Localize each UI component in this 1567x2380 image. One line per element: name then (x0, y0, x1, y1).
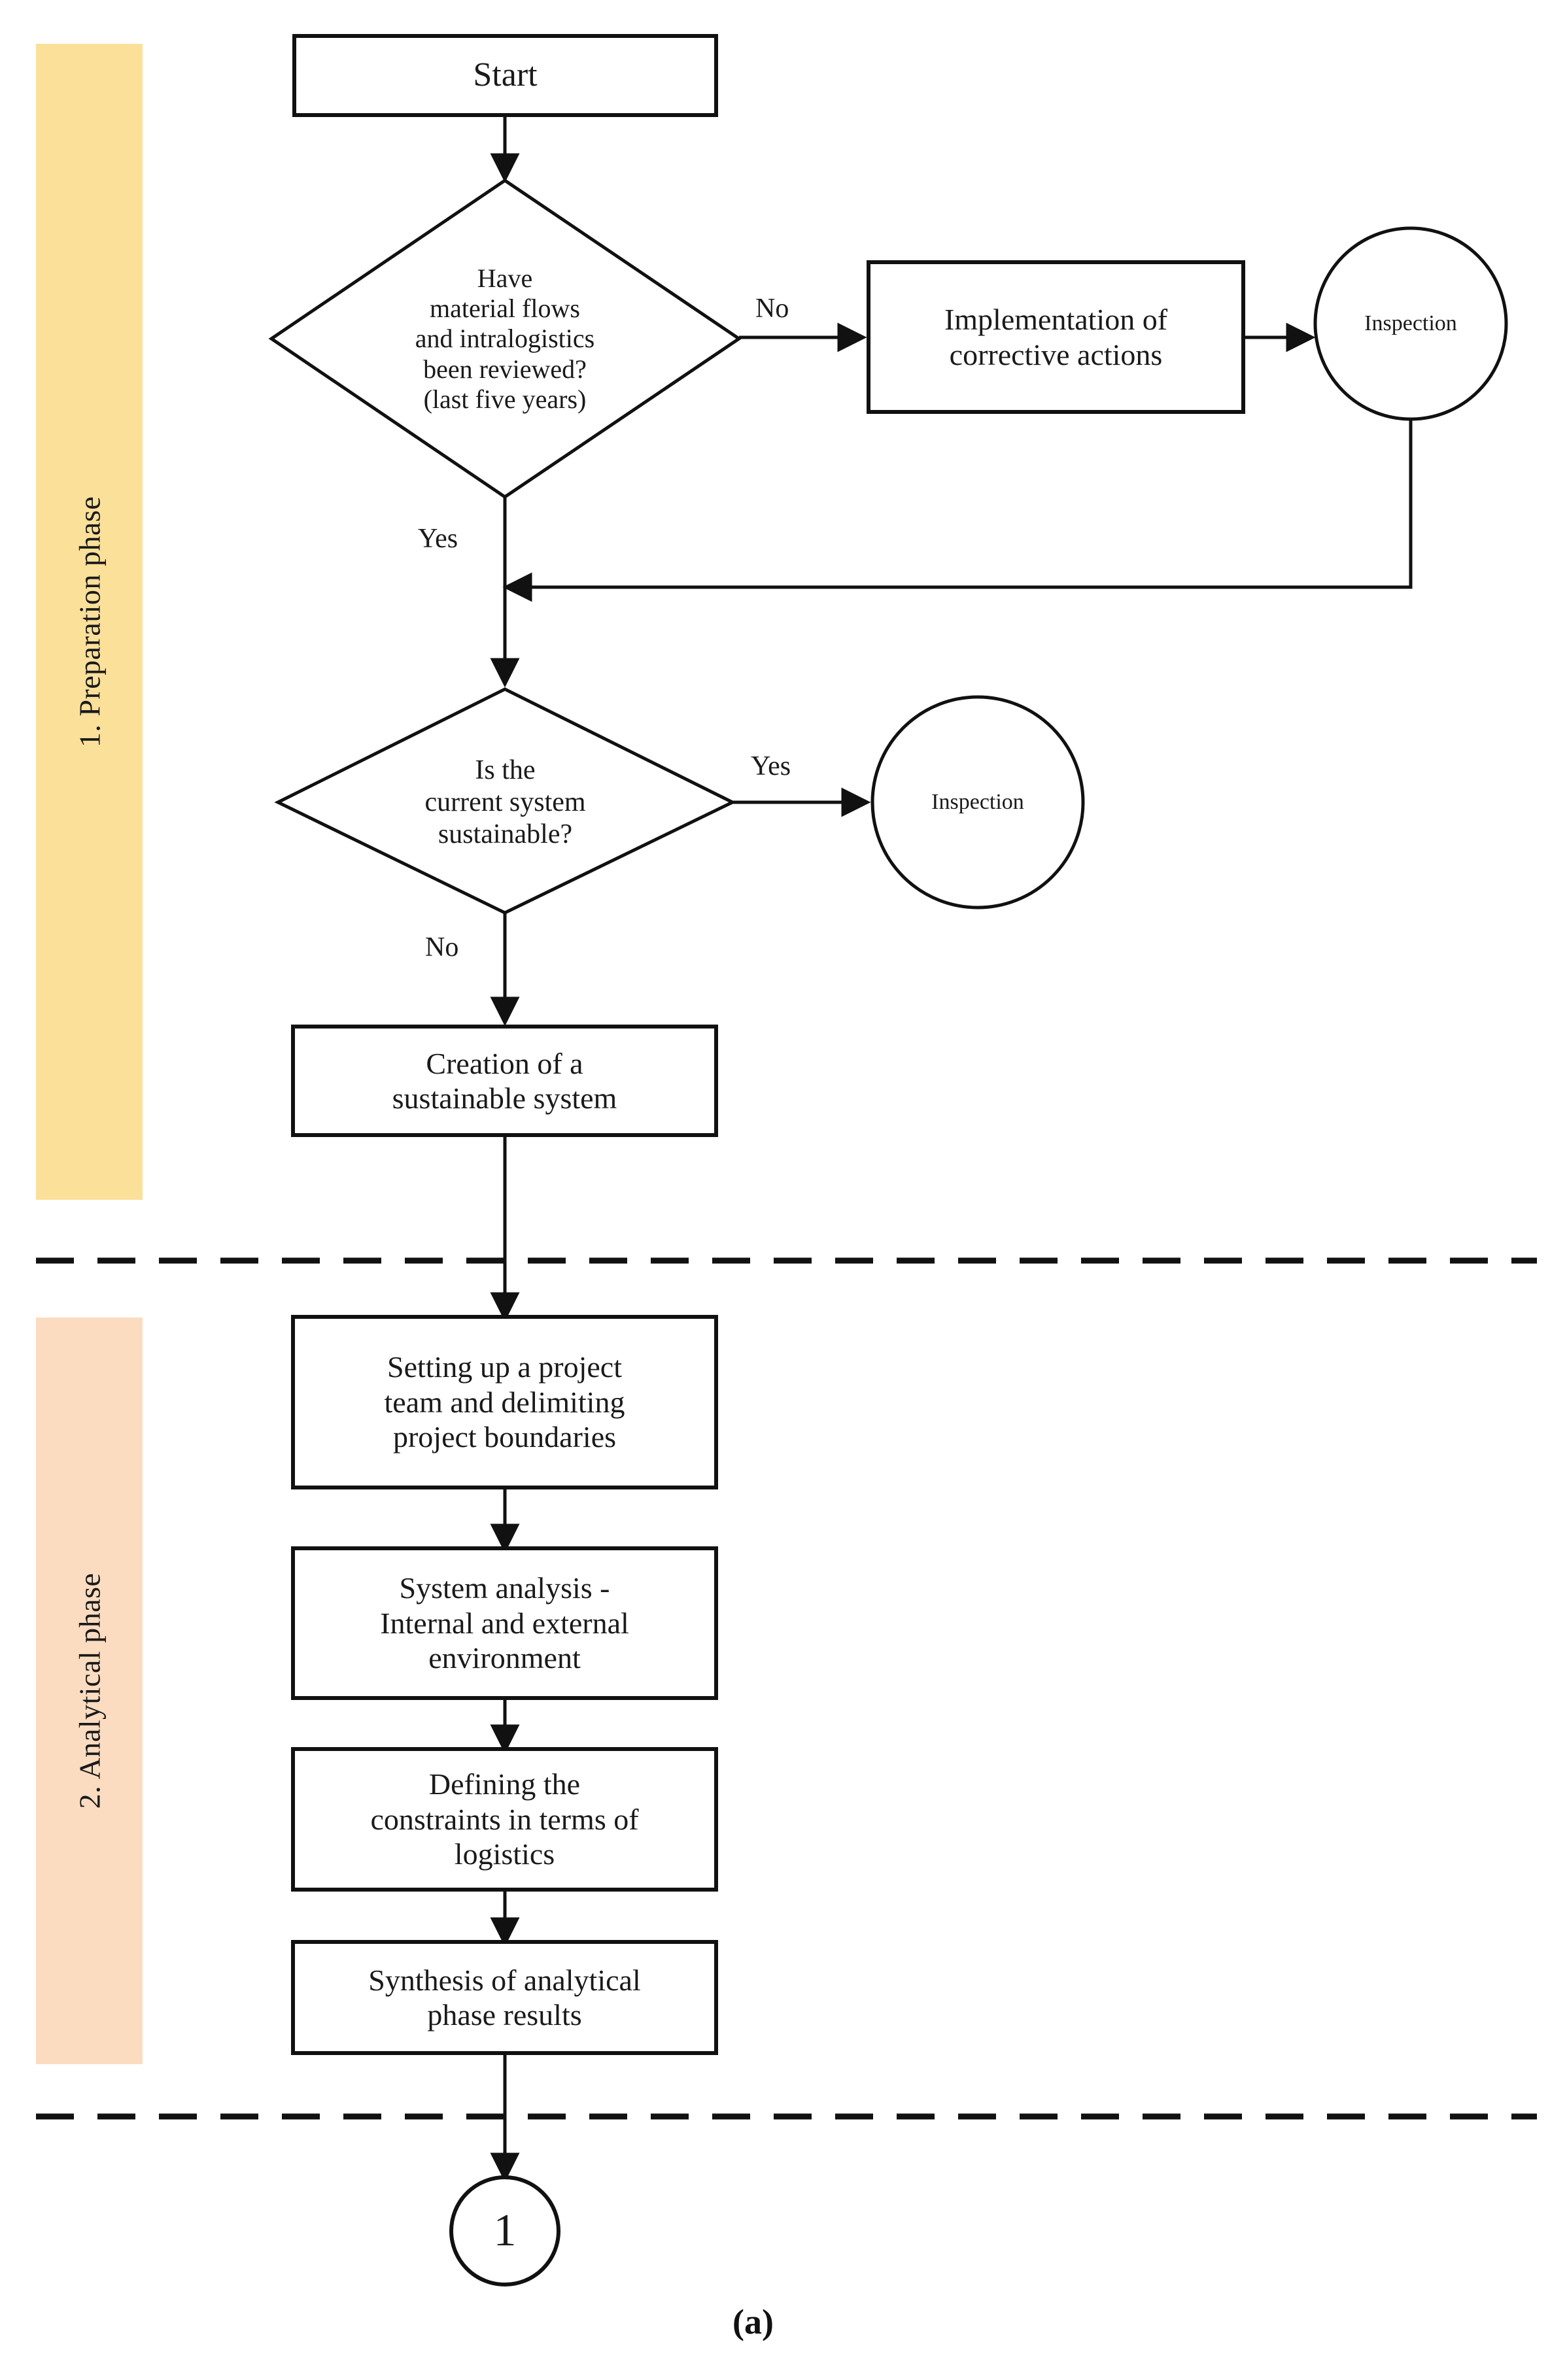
node-team-shape (291, 1315, 718, 1489)
node-decision1-shape (268, 178, 742, 500)
node-start-shape (292, 34, 718, 117)
node-inspection2-shape (870, 695, 1085, 910)
node-connector1-shape (449, 2175, 560, 2286)
node-decision2-shape (274, 687, 736, 915)
edge-label-decision2-no: No (425, 932, 459, 962)
node-corrective-shape (867, 260, 1245, 414)
node-inspection1-shape (1313, 226, 1508, 421)
edge-label-decision1-no: No (755, 294, 789, 324)
phase-band-preparation: 1. Preparation phase (36, 44, 143, 1200)
node-creation-shape (291, 1025, 718, 1137)
edge-label-decision2-yes: Yes (751, 751, 791, 781)
edge-inspection1-loopback (514, 419, 1413, 589)
node-sysanalysis-shape (291, 1546, 718, 1700)
phase-band-analytical: 2. Analytical phase (36, 1318, 143, 2064)
figure-caption: (a) (732, 2302, 774, 2341)
edge-label-decision1-yes: Yes (418, 524, 458, 554)
node-synthesis-shape (291, 1940, 718, 2055)
node-constraints-shape (291, 1747, 718, 1892)
